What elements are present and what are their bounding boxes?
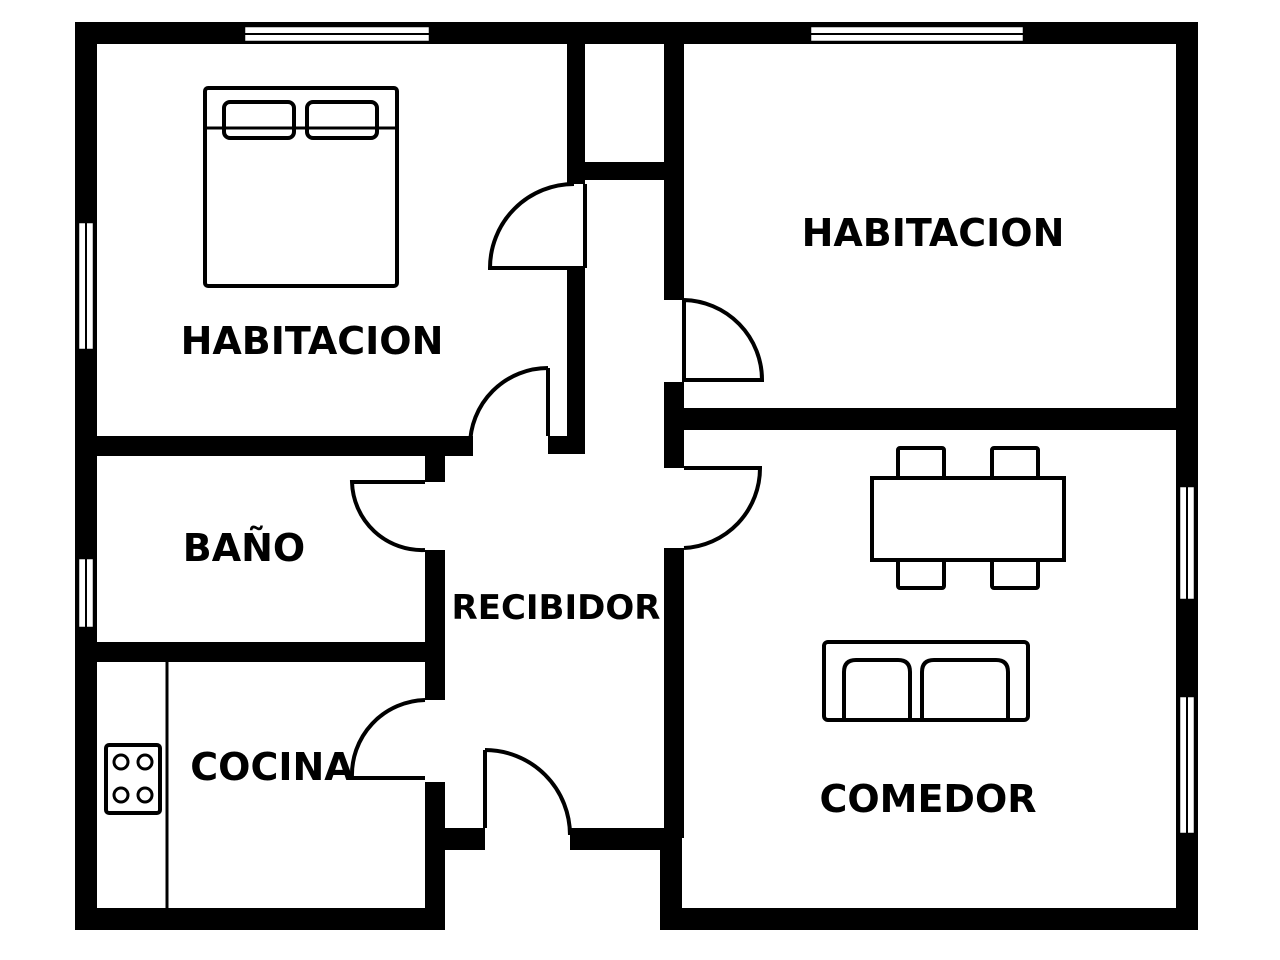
window-left-bedroom-1	[76, 220, 96, 352]
double-bed-icon	[203, 86, 399, 288]
dining-table-icon	[870, 446, 1066, 590]
door-entrance	[483, 748, 572, 836]
doors	[349, 182, 765, 836]
door-bathroom	[349, 480, 426, 553]
room-labels: HABITACION HABITACION BAÑO RECIBIDOR COC…	[181, 211, 1065, 821]
window-right-living-lower	[1177, 694, 1197, 836]
window-top-bedroom-2	[808, 24, 1026, 44]
room-label-bedroom-2: HABITACION	[802, 211, 1065, 255]
windows	[76, 24, 1197, 836]
door-living	[683, 466, 763, 550]
room-label-hall: RECIBIDOR	[452, 588, 661, 628]
window-left-bathroom	[76, 556, 96, 630]
interior-walls	[75, 44, 1198, 842]
room-label-living: COMEDOR	[819, 777, 1036, 821]
room-label-bathroom: BAÑO	[183, 526, 305, 570]
room-label-bedroom-1: HABITACION	[181, 319, 444, 363]
door-bedroom-2	[682, 298, 765, 382]
room-label-kitchen: COCINA	[190, 745, 354, 789]
door-kitchen	[349, 698, 426, 780]
window-right-living-upper	[1177, 484, 1197, 602]
door-bedroom-1-upper	[487, 182, 587, 270]
window-top-bedroom-1	[242, 24, 432, 44]
door-bedroom-1-lower	[468, 366, 550, 447]
stove-icon	[104, 743, 162, 815]
sofa-icon	[822, 640, 1030, 722]
